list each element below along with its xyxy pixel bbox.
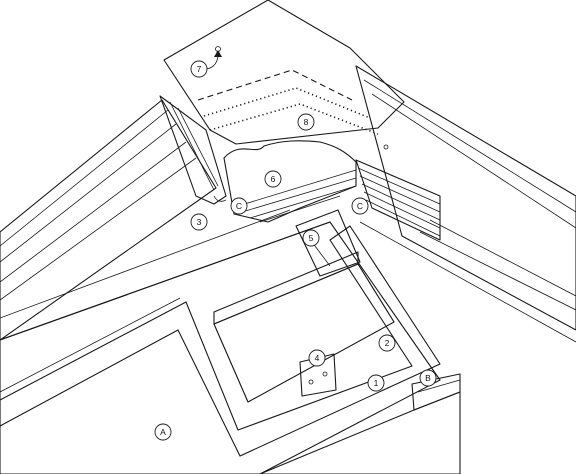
callout-b: B — [419, 369, 437, 387]
fastener-arrow — [205, 46, 389, 150]
callout-3: 3 — [190, 213, 208, 231]
svg-text:B: B — [425, 373, 431, 383]
svg-text:C: C — [357, 201, 363, 211]
upper-flashing-sheet — [163, 0, 405, 145]
callout-1: 1 — [367, 374, 385, 392]
svg-text:7: 7 — [197, 64, 202, 74]
callout-2: 2 — [378, 334, 396, 352]
callout-7: 7 — [190, 60, 208, 78]
valley-deck — [0, 221, 441, 474]
right-edge-board — [259, 373, 461, 474]
svg-text:2: 2 — [385, 338, 390, 348]
svg-text:1: 1 — [374, 378, 379, 388]
svg-text:C: C — [236, 201, 242, 211]
svg-text:4: 4 — [315, 353, 320, 363]
callout-4: 4 — [308, 349, 326, 367]
svg-text:6: 6 — [271, 174, 276, 184]
ornamental-end-cap — [223, 140, 357, 223]
callout-c-left: C — [230, 197, 248, 215]
callout-5: 5 — [302, 229, 320, 247]
callout-6: 6 — [264, 170, 282, 188]
callout-8: 8 — [297, 113, 315, 131]
membrane-band — [0, 225, 441, 457]
svg-text:8: 8 — [304, 117, 309, 127]
left-gutter-strip — [159, 95, 227, 205]
right-flashing-ribs — [355, 159, 441, 241]
right-roof-rafter — [355, 65, 576, 343]
svg-text:5: 5 — [309, 233, 314, 243]
svg-text:A: A — [160, 427, 166, 437]
gutter-trough — [213, 251, 395, 403]
callout-a: A — [154, 423, 172, 441]
svg-text:3: 3 — [197, 217, 202, 227]
left-roof-rafter — [0, 99, 331, 341]
callout-c-right: C — [351, 197, 369, 215]
